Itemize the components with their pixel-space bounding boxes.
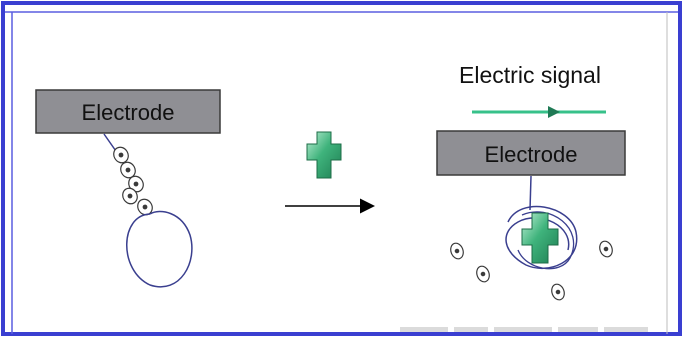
electrode-right-label: Electrode xyxy=(485,142,578,167)
cropped-caption xyxy=(400,327,648,332)
free-molecule-icon xyxy=(476,265,490,283)
electrode-right xyxy=(436,130,626,176)
bound-molecule-chain xyxy=(113,146,153,216)
electrode-left-label: Electrode xyxy=(82,100,175,125)
free-molecule-icon xyxy=(450,242,464,260)
electrode-left xyxy=(35,89,221,134)
signal-arrow-head xyxy=(548,106,560,118)
molecule-icon xyxy=(122,187,138,205)
free-molecule-icon xyxy=(551,283,565,301)
left-panel: Electrode xyxy=(35,89,221,288)
target-molecule-icon xyxy=(306,131,342,179)
molecule-icon xyxy=(128,175,144,193)
signal-label: Electric signal xyxy=(459,62,601,88)
center-transition xyxy=(285,131,375,214)
electrode-wire-right xyxy=(529,175,532,211)
dna-loop xyxy=(126,210,193,288)
right-panel: Electric signal Electrode xyxy=(436,62,626,301)
free-molecule-icon xyxy=(599,240,613,258)
molecule-icon xyxy=(113,146,129,164)
bound-target-icon xyxy=(521,212,559,264)
